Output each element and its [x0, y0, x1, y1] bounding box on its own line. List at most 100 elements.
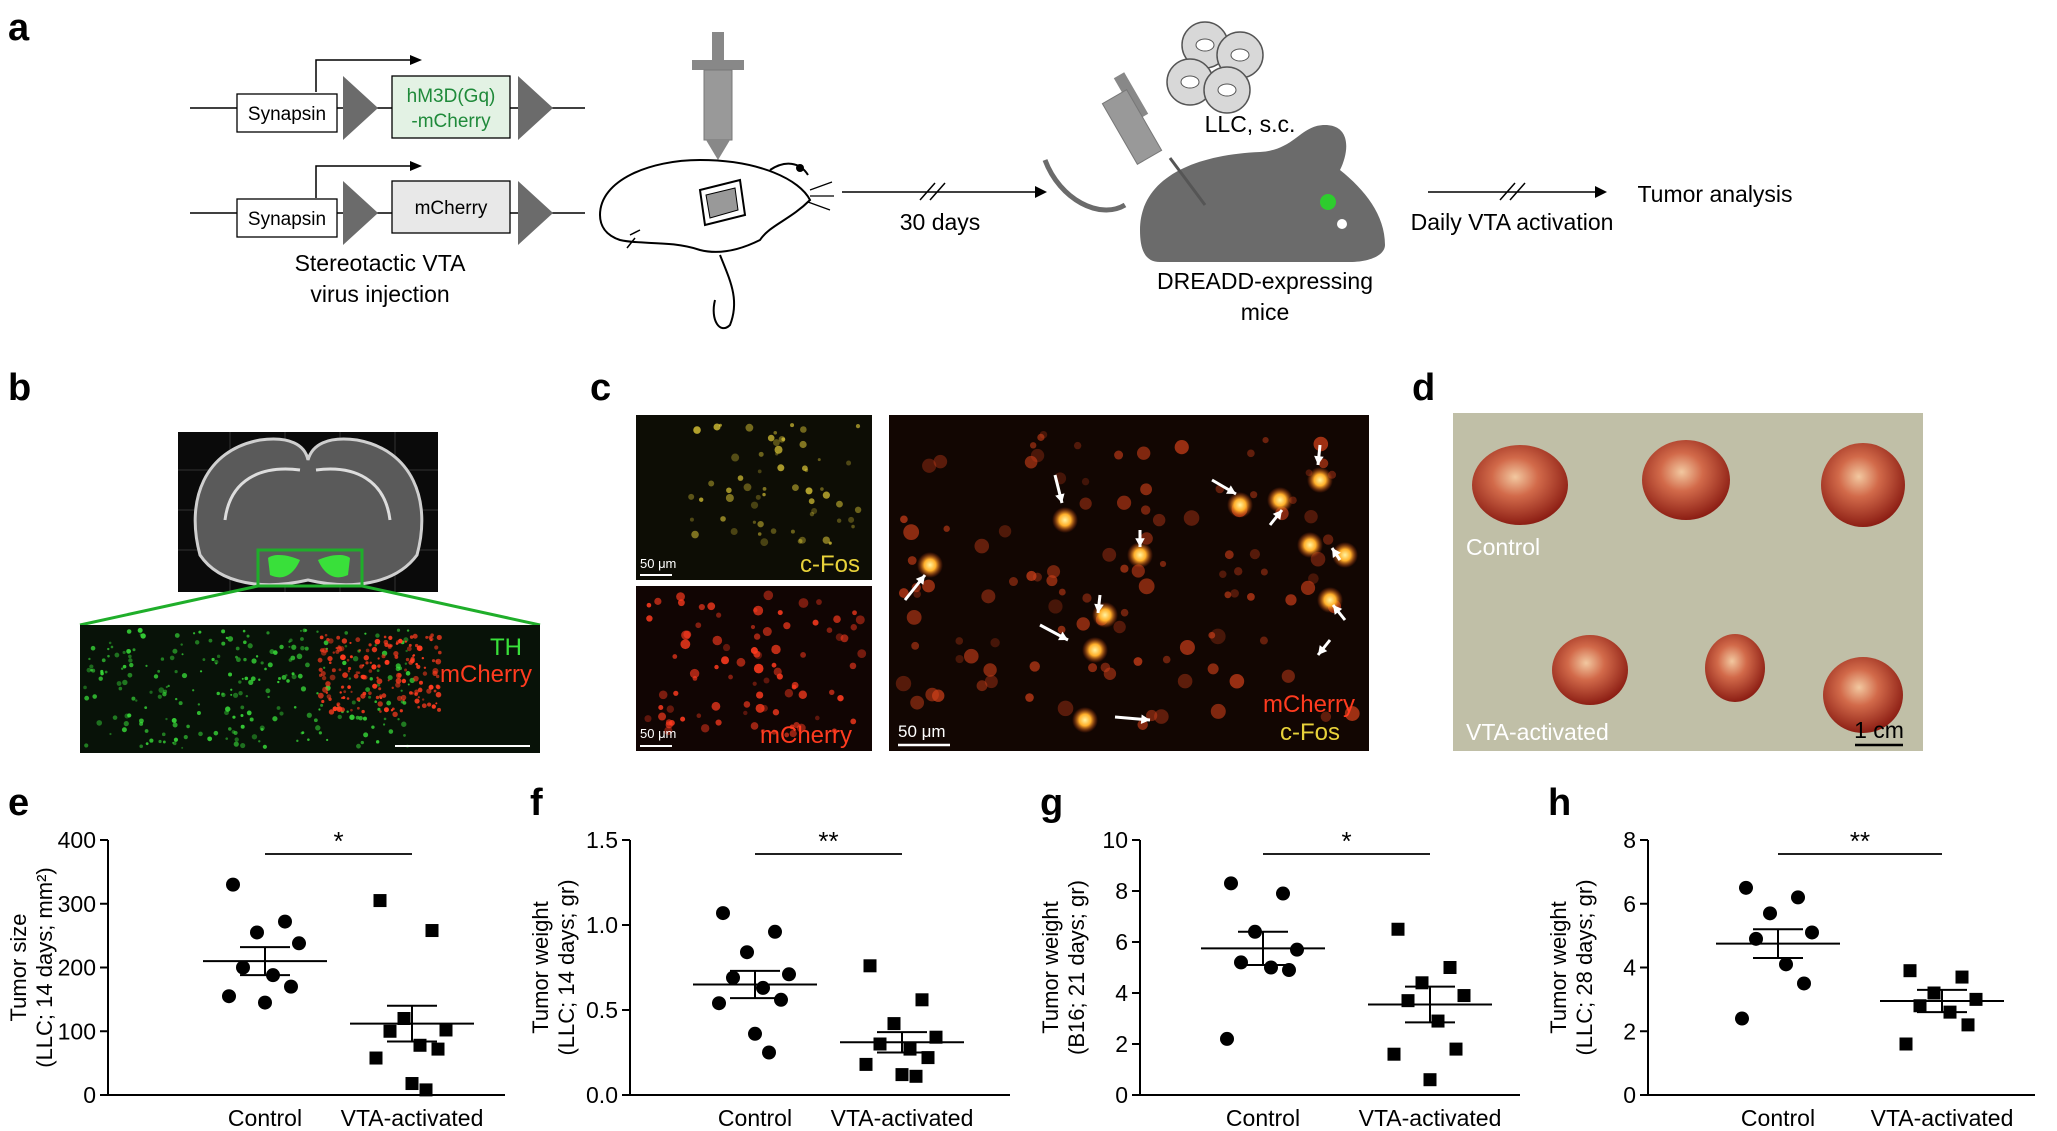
th-dot	[233, 730, 238, 736]
cfos-dot	[781, 437, 786, 442]
th-dot	[162, 740, 166, 744]
data-point	[1779, 957, 1793, 972]
mcherry-dot	[680, 639, 691, 650]
panel-a: a Synapsin hM3D(Gq) -mCherry Synapsin mC…	[8, 7, 1793, 330]
mcherry-dot	[646, 615, 653, 622]
merged-dot	[1304, 509, 1318, 524]
merged-dot	[1224, 550, 1234, 560]
merged-dot	[1313, 436, 1329, 452]
th-dot	[192, 632, 196, 635]
merged-dot	[1179, 639, 1195, 655]
th-dot	[172, 648, 178, 654]
mcherry-dot	[398, 638, 403, 644]
mcherry-dot	[855, 615, 865, 625]
merged-dot	[1174, 440, 1189, 455]
th-dot	[225, 636, 229, 640]
th-dot	[290, 655, 296, 661]
mcherry-dot	[318, 673, 323, 677]
panel-b: b TH mCherry	[8, 367, 541, 753]
th-dot	[196, 711, 201, 716]
mcherry-dot	[336, 704, 340, 707]
cfos-dot	[750, 501, 759, 509]
th-dot	[351, 700, 356, 705]
data-point	[716, 906, 730, 921]
mcherry-dot	[405, 657, 410, 662]
th-dot	[323, 640, 329, 646]
th-dot	[251, 734, 258, 740]
synapsin-label-2: Synapsin	[248, 209, 326, 230]
th-dot	[374, 700, 378, 704]
mcherry-dot	[390, 709, 394, 712]
panel-label-h: h	[1548, 782, 1571, 824]
th-dot	[83, 685, 87, 690]
th-dot	[240, 724, 245, 729]
th-dot	[306, 712, 312, 718]
mcherry-dot	[353, 673, 359, 679]
th-dot	[165, 717, 168, 721]
mcherry-dot	[357, 671, 361, 675]
mcherry-dot	[433, 689, 437, 693]
merged-dot	[910, 695, 925, 710]
mcherry-dot	[365, 648, 370, 653]
th-dot	[167, 684, 170, 688]
y-tick-label: 10	[1102, 827, 1128, 853]
th-dot	[291, 644, 297, 650]
data-point	[1791, 890, 1805, 905]
th-dot	[236, 657, 241, 663]
th-dot	[326, 738, 329, 742]
th-dot	[375, 740, 380, 744]
mcherry-dot	[417, 687, 423, 693]
merged-dot	[1120, 564, 1129, 573]
cfos-dot	[855, 423, 861, 429]
th-dot	[169, 655, 175, 661]
data-point	[726, 970, 740, 985]
th-dot	[288, 640, 291, 643]
mcherry-dot	[816, 599, 822, 605]
cfos-label-merge: c-Fos	[1280, 719, 1340, 746]
merged-dot	[984, 675, 998, 689]
th-dot	[405, 649, 408, 653]
cfos-dot	[792, 484, 799, 492]
th-dot	[240, 714, 244, 718]
merged-dot	[1057, 700, 1074, 717]
th-dot	[402, 700, 407, 705]
y-axis-label-sub: (LLC; 14 days; mm²)	[32, 867, 57, 1068]
mcherry-dot	[381, 654, 386, 659]
merged-dot	[1116, 495, 1132, 510]
mcherry-dot	[408, 691, 413, 695]
th-dot	[344, 631, 349, 635]
th-dot	[238, 680, 242, 684]
mcherry-dot	[852, 610, 857, 616]
y-axis-label: Tumor size	[6, 914, 31, 1022]
data-point	[1735, 1011, 1749, 1026]
th-dot	[138, 718, 144, 724]
merged-dot	[1140, 505, 1151, 515]
panel-label-d: d	[1412, 367, 1435, 409]
merged-dot	[900, 515, 908, 524]
y-tick-label: 0.5	[586, 997, 618, 1023]
loxp-triangle-icon	[343, 76, 378, 140]
arrowhead-icon	[915, 575, 925, 585]
th-dot	[88, 657, 91, 661]
th-dot	[240, 742, 246, 749]
cfos-dot	[790, 529, 795, 534]
merged-dot	[1047, 565, 1061, 579]
th-dot	[178, 701, 183, 706]
data-point	[1415, 976, 1429, 990]
merged-dot	[1152, 513, 1166, 527]
th-dot	[300, 645, 305, 651]
mcherry-dot	[715, 719, 722, 726]
th-dot	[243, 640, 247, 645]
data-point	[1961, 1018, 1975, 1032]
merged-dot	[925, 687, 939, 702]
mcherry-dot	[798, 690, 807, 699]
cfos-positive-cell	[1307, 467, 1333, 493]
mcherry-dot	[384, 642, 389, 648]
merged-dot	[1250, 491, 1258, 499]
th-dot	[272, 716, 278, 722]
data-point	[431, 1042, 445, 1056]
data-point	[712, 996, 726, 1011]
merged-dot	[974, 538, 990, 554]
cfos-dot	[851, 524, 855, 529]
th-dot	[216, 691, 220, 696]
